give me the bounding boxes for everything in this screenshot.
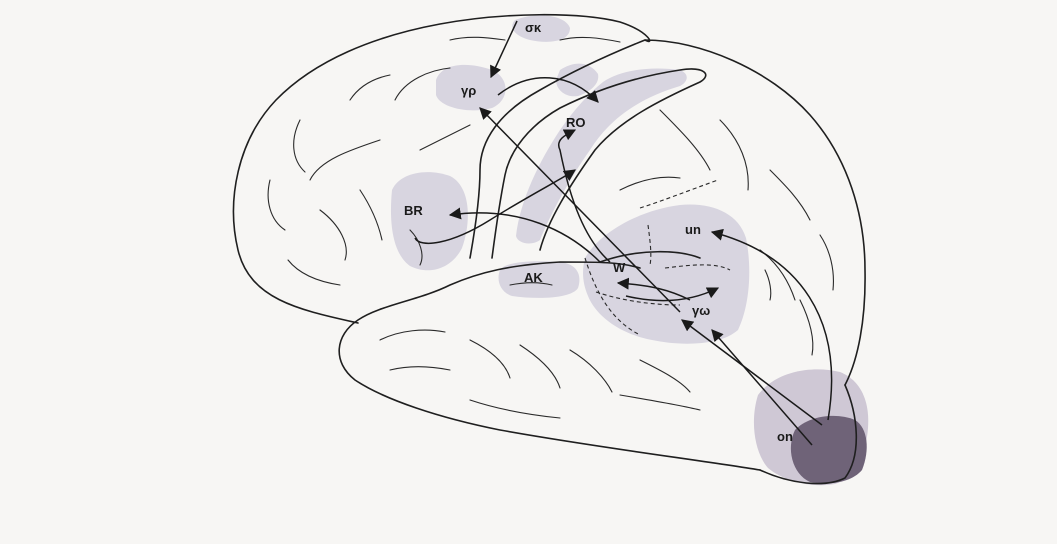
label-ro: RO (566, 115, 586, 130)
label-gw: γω (692, 303, 710, 318)
arrow-sk-to-gr (491, 21, 517, 77)
region-br (391, 172, 468, 270)
label-w: W (613, 260, 626, 275)
label-on: on (777, 429, 793, 444)
label-gr: γρ (461, 83, 476, 98)
label-sk: σκ (525, 20, 542, 35)
label-br: BR (404, 203, 423, 218)
label-un: un (685, 222, 701, 237)
label-ak: AK (524, 270, 543, 285)
region-wernicke (583, 204, 749, 343)
